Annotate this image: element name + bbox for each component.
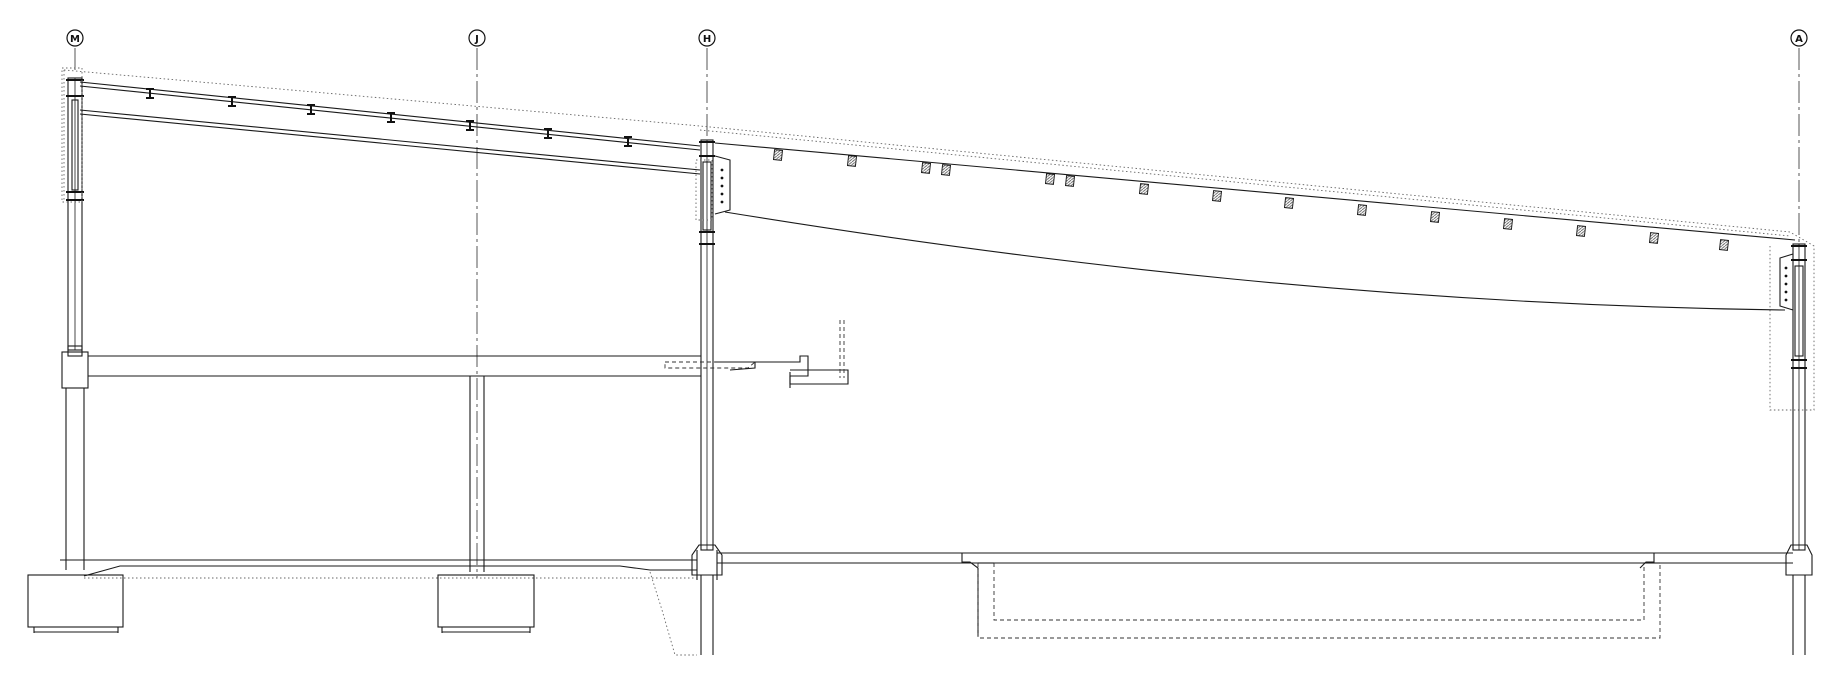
column-A	[1779, 243, 1813, 655]
intermediate-beam	[88, 320, 849, 388]
footing-M	[27, 574, 124, 633]
grid-label-H: H	[703, 34, 711, 45]
roof-beam-left	[79, 81, 701, 175]
grid-bubble-A	[1790, 29, 1808, 47]
footing-J	[437, 574, 535, 633]
grid-axis-H: H	[698, 29, 716, 140]
grid-bubble-M	[66, 29, 84, 47]
grid-bubble-H	[698, 29, 716, 47]
grid-label-A: A	[1795, 34, 1803, 45]
grid-axis-A: A	[1790, 29, 1808, 242]
grid-label-M: M	[70, 34, 80, 45]
column-H	[691, 139, 731, 655]
column-M	[61, 77, 89, 570]
roof-beam-right	[714, 142, 1796, 311]
column-J	[469, 376, 485, 572]
ground-slab	[60, 552, 1793, 579]
purlins-left	[146, 88, 632, 147]
grid-bubble-J	[468, 29, 486, 47]
roof-outline	[63, 69, 1815, 411]
excavation-line	[649, 571, 697, 656]
grid-axis-M: M	[66, 29, 84, 72]
roof-edge-M	[61, 67, 83, 203]
pit	[961, 553, 1661, 639]
purlins-right	[773, 149, 1729, 251]
grid-label-J: J	[474, 34, 479, 45]
grid-axis-J: J	[468, 29, 486, 578]
